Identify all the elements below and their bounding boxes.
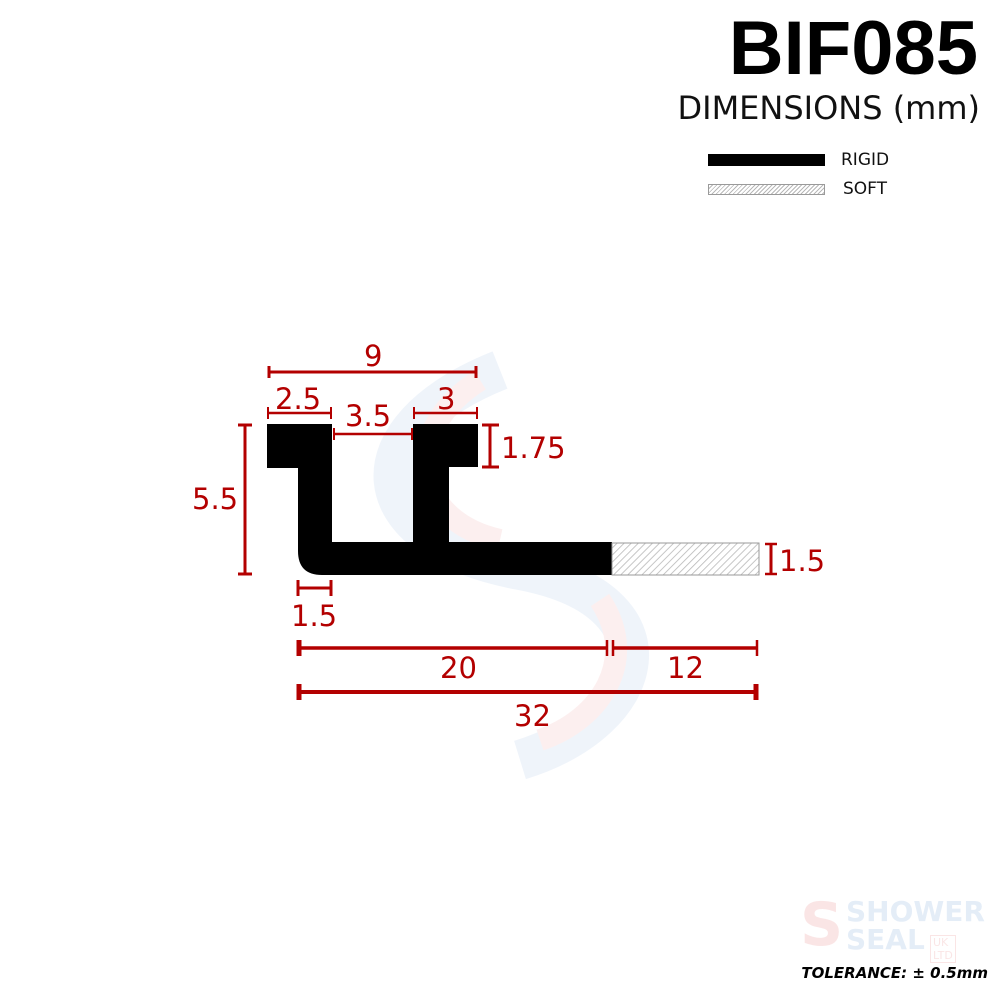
- soft-profile-shape: [611, 542, 760, 576]
- legend-soft: SOFT: [708, 179, 887, 199]
- watermark-badge: UK LTD: [930, 935, 956, 963]
- dimensions-subtitle: DIMENSIONS (mm): [677, 89, 980, 127]
- dim-gap-width: 3.5: [345, 399, 392, 433]
- dim-overall-top-width: 9: [364, 339, 383, 373]
- dim-left-flange-width: 2.5: [275, 382, 322, 416]
- tolerance-note: TOLERANCE: ± 0.5mm: [801, 964, 988, 982]
- dim-right-flange-width: 3: [437, 382, 456, 416]
- legend-soft-label: SOFT: [843, 179, 888, 199]
- soft-swatch-icon: [708, 183, 825, 195]
- rigid-profile-shape: [267, 424, 612, 575]
- dimension-lines: [238, 366, 777, 700]
- dim-overall-height: 5.5: [192, 482, 239, 516]
- dim-stem-width: 1.5: [291, 599, 338, 633]
- dim-overall-length: 32: [514, 699, 551, 733]
- watermark-line1: SHOWER: [846, 895, 985, 928]
- legend-rigid-label: RIGID: [841, 150, 890, 170]
- dim-rigid-length: 20: [440, 651, 477, 685]
- dim-soft-length: 12: [667, 651, 704, 685]
- dim-base-thickness: 1.5: [779, 544, 826, 578]
- legend-rigid: RIGID: [708, 150, 889, 170]
- rigid-swatch-icon: [708, 154, 825, 166]
- part-code-title: BIF085: [728, 6, 978, 91]
- dim-flange-thickness: 1.75: [501, 431, 566, 465]
- watermark-line2: SEAL: [846, 923, 925, 956]
- watermark-s-icon: S: [800, 890, 844, 960]
